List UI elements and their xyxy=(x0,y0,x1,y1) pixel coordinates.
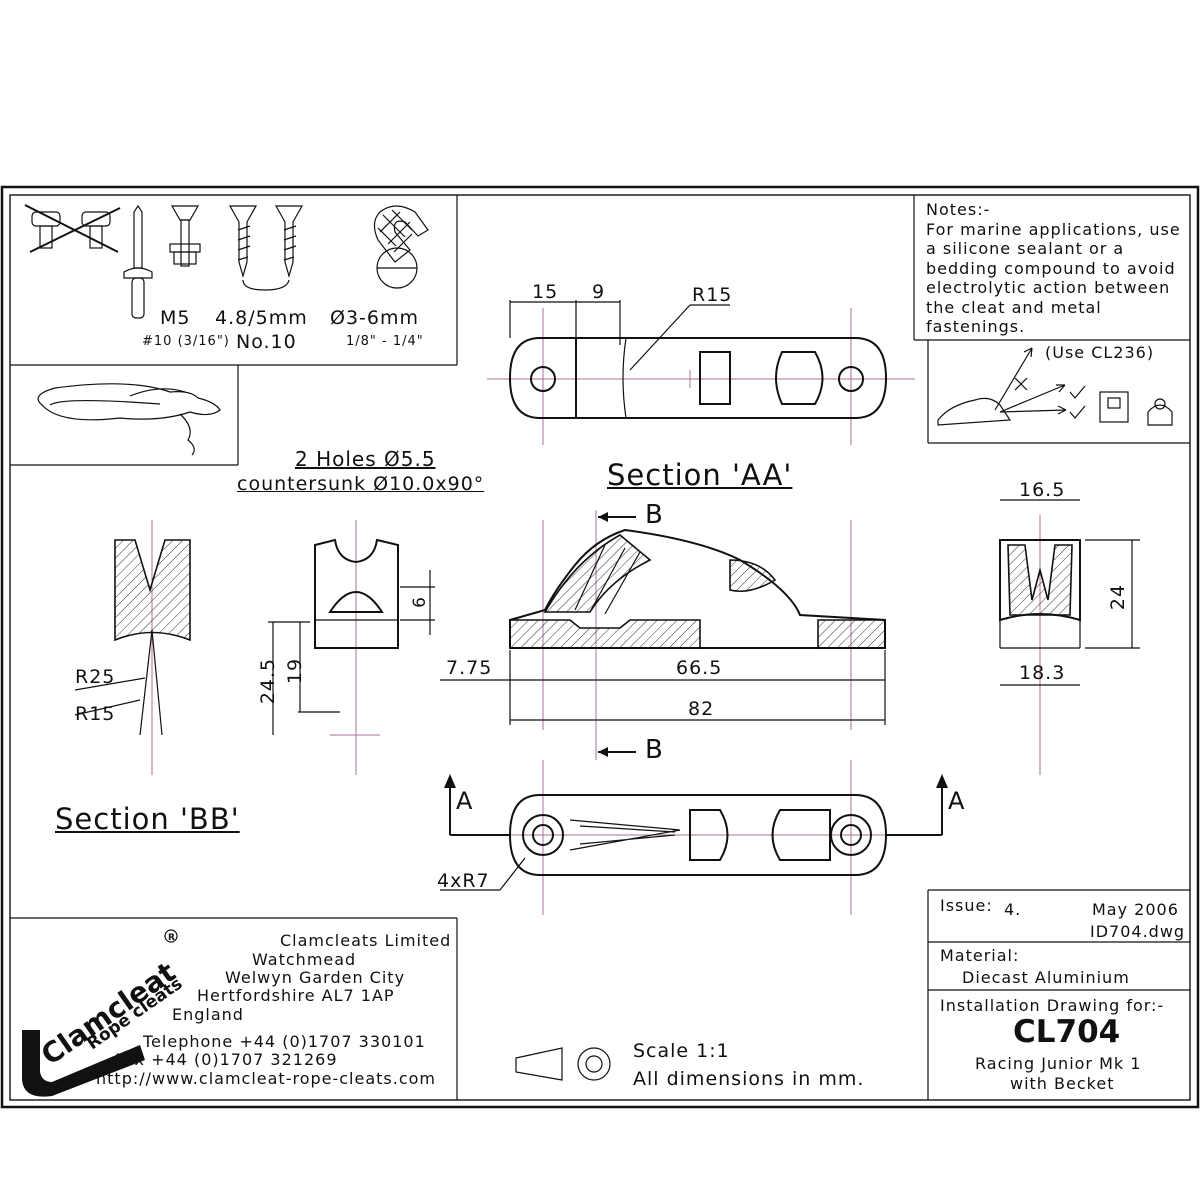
end-view xyxy=(999,499,1140,775)
inner-border xyxy=(9,194,1191,1101)
hardware-panel xyxy=(10,195,458,466)
hw-rope-label: Ø3-6mm xyxy=(330,307,420,329)
company-addr4: England xyxy=(172,1005,244,1024)
company-panel xyxy=(10,917,458,1100)
hw-rope-sub: 1/8" - 1/4" xyxy=(346,334,424,349)
install-label: Installation Drawing for:- xyxy=(940,996,1165,1015)
company-fax: Fax +44 (0)1707 321269 xyxy=(115,1050,338,1069)
scale-units: All dimensions in mm. xyxy=(633,1068,865,1090)
scale-icon xyxy=(515,1047,611,1081)
notes-panel xyxy=(913,195,1190,444)
holes-note-line1: 2 Holes Ø5.5 xyxy=(295,447,436,471)
section-bb-title: Section 'BB' xyxy=(55,802,240,836)
dim-r15-top: R15 xyxy=(692,284,733,306)
company-addr2: Welwyn Garden City xyxy=(225,968,406,987)
cl236-sketch xyxy=(937,347,1173,426)
section-a-marker-left: A xyxy=(456,787,474,815)
scale-label: Scale 1:1 xyxy=(633,1040,730,1062)
becket-knot-icon xyxy=(37,383,221,456)
issue-label: Issue: xyxy=(940,896,993,915)
dim-24: 24 xyxy=(1107,583,1130,611)
dim-r25: R25 xyxy=(75,666,116,688)
crossed-bolts-icon xyxy=(24,204,121,253)
title-block-frame xyxy=(927,889,1190,1100)
section-aa-title: Section 'AA' xyxy=(607,458,793,492)
part-number: CL704 xyxy=(1013,1014,1121,1050)
notes-heading: Notes:- xyxy=(926,200,991,219)
section-b-marker-top: B xyxy=(645,500,664,530)
holes-note-line2: countersunk Ø10.0x90° xyxy=(237,473,485,495)
company-addr1: Watchmead xyxy=(252,950,357,969)
section-b-marker-bottom: B xyxy=(645,735,664,765)
dim-24-5: 24.5 xyxy=(257,657,280,705)
notes-body: For marine applications, use a silicone … xyxy=(926,219,1181,337)
part-desc1: Racing Junior Mk 1 xyxy=(975,1054,1142,1073)
dim-19: 19 xyxy=(284,657,307,685)
material-label: Material: xyxy=(940,946,1020,965)
dim-16-5: 16.5 xyxy=(1019,479,1066,501)
dim-82: 82 xyxy=(688,698,715,720)
hw-m5-sub: #10 (3/16") xyxy=(142,334,230,349)
dim-4xr7: 4xR7 xyxy=(437,870,490,892)
dim-18-3: 18.3 xyxy=(1019,662,1066,684)
dim-6: 6 xyxy=(409,596,430,608)
machine-screw-icon xyxy=(169,205,201,267)
use-cl236-note: (Use CL236) xyxy=(1045,343,1155,362)
company-web[interactable]: http://www.clamcleat-rope-cleats.com xyxy=(96,1069,437,1088)
company-addr3: Hertfordshire AL7 1AP xyxy=(197,986,395,1005)
notes-text: Notes:- For marine applications, use a s… xyxy=(926,200,1190,337)
dim-66-5: 66.5 xyxy=(676,657,723,679)
company-tel: Telephone +44 (0)1707 330101 xyxy=(143,1032,426,1051)
dim-7-75: 7.75 xyxy=(446,657,493,679)
issue-date: May 2006 xyxy=(1092,900,1179,919)
hw-m5-label: M5 xyxy=(160,307,191,329)
material-value: Diecast Aluminium xyxy=(962,968,1130,987)
rivet-icon xyxy=(123,204,153,319)
svg-text:R: R xyxy=(168,933,175,943)
section-aa-view xyxy=(440,510,886,760)
drawing-border xyxy=(0,185,1200,1109)
hw-screw-sub: No.10 xyxy=(236,331,297,353)
bottom-plan-view xyxy=(440,760,948,915)
wood-screws-icon xyxy=(228,205,304,291)
issue-value: 4. xyxy=(1004,900,1022,919)
rope-icon xyxy=(373,205,429,289)
company-name: Clamcleats Limited xyxy=(280,931,452,950)
section-a-marker-right: A xyxy=(948,787,966,815)
section-bb-view xyxy=(74,520,435,775)
part-desc2: with Becket xyxy=(1010,1074,1115,1093)
top-plan-view xyxy=(487,300,915,445)
drawing-file: ID704.dwg xyxy=(1090,922,1186,941)
dim-15: 15 xyxy=(532,281,559,303)
dim-r15-bb: R15 xyxy=(75,703,116,725)
dim-9: 9 xyxy=(592,281,606,303)
hw-screw-label: 4.8/5mm xyxy=(215,307,308,329)
